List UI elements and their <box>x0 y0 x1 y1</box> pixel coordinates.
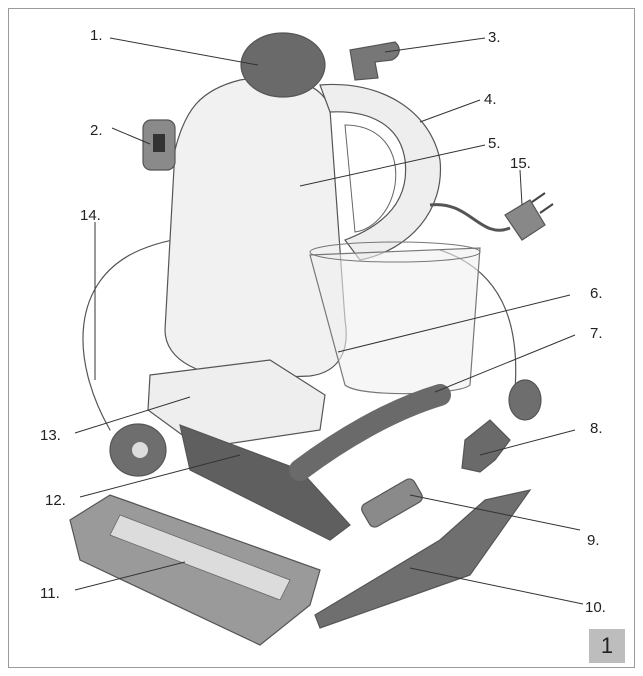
squeegee-inner <box>109 514 291 601</box>
leader-2 <box>111 127 151 145</box>
leader-12 <box>79 454 241 498</box>
leader-5 <box>299 144 486 187</box>
callout-6: 6. <box>590 285 603 302</box>
callout-8: 8. <box>590 420 603 437</box>
callout-10: 10. <box>585 599 606 616</box>
measuring-cup-shape <box>309 247 481 395</box>
leader-11 <box>74 561 186 591</box>
floor-tool-shape <box>179 424 351 541</box>
measuring-cup-rim <box>309 241 481 263</box>
leader-4 <box>419 99 481 123</box>
leader-8 <box>479 429 576 456</box>
callout-7: 7. <box>590 325 603 342</box>
leader-15 <box>519 169 523 206</box>
callout-4: 4. <box>484 91 497 108</box>
plug-shape <box>504 199 546 241</box>
callout-2: 2. <box>90 122 103 139</box>
hose-end-right <box>508 379 542 421</box>
leader-3 <box>384 37 486 53</box>
callout-11: 11. <box>40 585 60 602</box>
brush-shape <box>361 478 423 528</box>
trigger-shape <box>349 41 400 81</box>
leader-10 <box>409 567 584 605</box>
handle-opening <box>344 124 397 233</box>
leader-13 <box>74 396 191 434</box>
callout-3: 3. <box>488 29 501 46</box>
callout-5: 5. <box>488 135 501 152</box>
callout-15: 15. <box>510 155 531 172</box>
steam-connector-shape <box>289 384 451 481</box>
callout-13: 13. <box>40 427 61 444</box>
callout-1: 1. <box>90 27 103 44</box>
angled-nozzle-shape <box>461 419 511 473</box>
extension-nozzle-shape <box>314 489 532 629</box>
top-cap-shape <box>240 32 326 98</box>
lock-switch-detail <box>153 134 165 152</box>
plug-pin-1 <box>531 192 546 203</box>
plug-pin-2 <box>539 203 554 214</box>
leader-1 <box>109 37 259 66</box>
callout-9: 9. <box>587 532 600 549</box>
leader-7 <box>434 334 576 393</box>
callout-12: 12. <box>45 492 66 509</box>
figure-number-badge: 1 <box>589 629 625 663</box>
callout-14: 14. <box>80 207 101 224</box>
body-shape <box>164 77 347 379</box>
hose-end-left-hole <box>132 442 148 458</box>
leader-9 <box>409 494 581 531</box>
cord-shape <box>429 203 511 232</box>
leader-6 <box>337 294 571 353</box>
squeegee-shape <box>69 494 321 646</box>
